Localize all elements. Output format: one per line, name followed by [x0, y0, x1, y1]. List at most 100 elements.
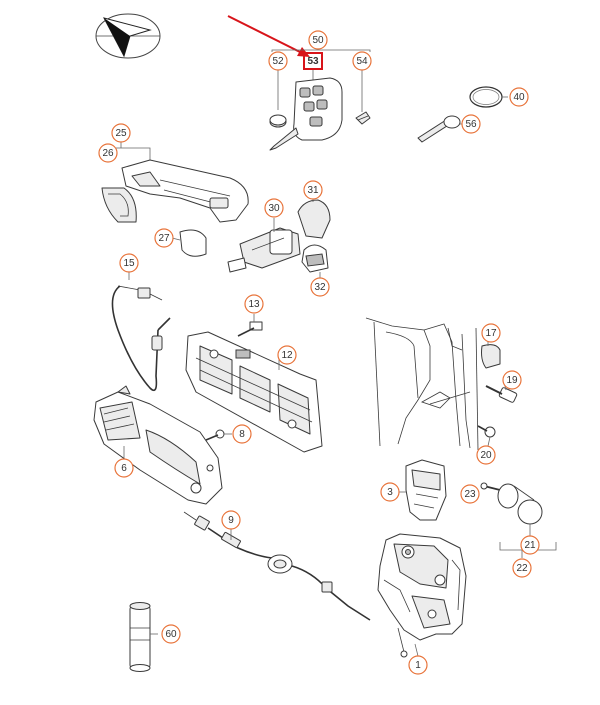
callout-circle: [119, 253, 139, 273]
bowden-cable-lower: [183, 511, 371, 621]
callout-56: 56: [461, 114, 481, 134]
callout-label: 27: [158, 233, 170, 244]
compass-icon: [95, 13, 161, 59]
callout-17: 17: [481, 323, 501, 343]
callout-circle: [232, 424, 252, 444]
callout-circle: [154, 228, 174, 248]
callout-label: 13: [248, 299, 260, 310]
key-battery: [269, 114, 287, 128]
handle-carrier: [185, 331, 323, 453]
callout-circle: [380, 482, 400, 502]
callout-25: 25: [111, 123, 131, 143]
callout-label: 23: [464, 489, 476, 500]
callout-circle: [268, 51, 288, 71]
callout-label: 17: [485, 328, 497, 339]
callout-label: 25: [115, 128, 127, 139]
callout-52: 52: [268, 51, 288, 71]
handle-cap-gasket: [171, 229, 207, 257]
callout-highlight-box: [303, 52, 323, 70]
callout-31: 31: [303, 180, 323, 200]
callout-label: 52: [272, 56, 284, 67]
lock-cylinder: [227, 218, 301, 273]
door-frame: [365, 317, 479, 451]
o-ring: [469, 86, 508, 108]
callout-label: 20: [480, 450, 492, 461]
cylinder-trim-cap: [297, 198, 331, 239]
callout-label: 6: [121, 463, 127, 474]
callout-circle: [512, 558, 532, 578]
callout-label: 30: [268, 203, 280, 214]
callout-1: 1: [408, 655, 428, 675]
callout-12: 12: [277, 345, 297, 365]
callout-circle: [308, 30, 328, 50]
callout-circle: [264, 198, 284, 218]
outer-handle: [107, 142, 249, 223]
callout-label: 8: [239, 429, 245, 440]
callout-label: 9: [228, 515, 234, 526]
callout-53: 53: [303, 52, 323, 70]
callout-circle: [111, 123, 131, 143]
callout-circle: [502, 370, 522, 390]
callout-20: 20: [476, 445, 496, 465]
callout-circle: [310, 277, 330, 297]
callout-label: 31: [307, 185, 319, 196]
door-lock-actuator: [377, 533, 467, 658]
bolt-23: [480, 482, 501, 491]
callout-circle: [408, 655, 428, 675]
callout-label: 15: [123, 258, 135, 269]
callout-circle: [461, 114, 481, 134]
callout-circle: [161, 624, 181, 644]
callout-label: 21: [524, 540, 536, 551]
key-blank: [417, 115, 462, 143]
callout-label: 53: [307, 56, 319, 67]
callout-23: 23: [460, 484, 480, 504]
callout-circle: [114, 458, 134, 478]
callout-circle: [221, 510, 241, 530]
callout-label: 19: [506, 375, 518, 386]
callout-label: 12: [281, 350, 293, 361]
callout-circle: [520, 535, 540, 555]
callout-27: 27: [154, 228, 174, 248]
grease-tube: [129, 602, 158, 672]
callout-22: 22: [512, 558, 532, 578]
callout-circle: [352, 51, 372, 71]
callout-label: 60: [165, 629, 177, 640]
callout-15: 15: [119, 253, 139, 273]
callout-label: 26: [102, 148, 114, 159]
callout-label: 32: [314, 282, 326, 293]
callout-21: 21: [520, 535, 540, 555]
remote-key-fob: [269, 77, 343, 151]
callout-circle: [98, 143, 118, 163]
cylinder-cover: [301, 244, 329, 278]
callout-label: 50: [312, 35, 324, 46]
striker-cap: [481, 340, 501, 369]
key-blade-piece: [355, 111, 371, 125]
lock-bracket: [397, 459, 447, 521]
callout-circle: [460, 484, 480, 504]
callout-60: 60: [161, 624, 181, 644]
callout-9: 9: [221, 510, 241, 530]
callout-circle: [481, 323, 501, 343]
callout-30: 30: [264, 198, 284, 218]
callout-6: 6: [114, 458, 134, 478]
callout-label: 40: [513, 92, 525, 103]
callout-label: 56: [465, 119, 477, 130]
callout-54: 54: [352, 51, 372, 71]
callout-label: 3: [387, 487, 393, 498]
callout-50: 50: [308, 30, 328, 50]
callout-label: 1: [415, 660, 421, 671]
callout-26: 26: [98, 143, 118, 163]
interior-handle: [93, 385, 223, 505]
callout-circle: [509, 87, 529, 107]
screw-8: [205, 429, 232, 441]
callout-40: 40: [509, 87, 529, 107]
callout-circle: [303, 180, 323, 200]
callout-19: 19: [502, 370, 522, 390]
callout-circle: [277, 345, 297, 365]
callout-label: 22: [516, 563, 528, 574]
callout-13: 13: [244, 294, 264, 314]
annotation-arrow: [227, 15, 310, 57]
bowden-cable-upper: [111, 272, 171, 392]
